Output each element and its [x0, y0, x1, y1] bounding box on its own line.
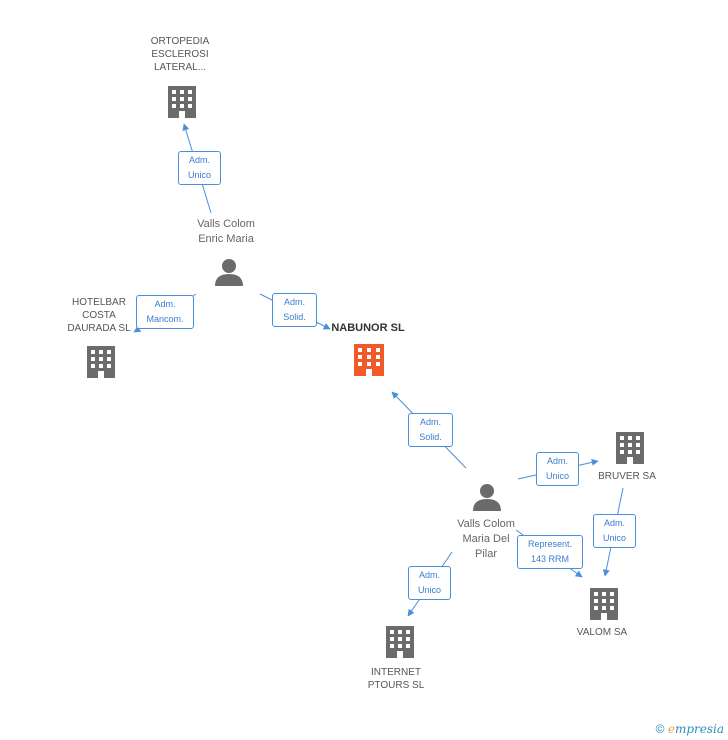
- building-icon[interactable]: [590, 588, 618, 620]
- building-icon-focus[interactable]: [354, 344, 384, 376]
- building-icon[interactable]: [386, 626, 414, 658]
- building-icon[interactable]: [616, 432, 644, 464]
- person-label-valls-maria[interactable]: Valls Colom Maria Del Pilar: [457, 518, 515, 560]
- brand-name: mpresia: [674, 722, 724, 736]
- company-label-ortopedia[interactable]: ORTOPEDIA ESCLEROSI LATERAL...: [150, 36, 210, 73]
- edge-label-e3: Adm. Solid.: [272, 293, 317, 327]
- company-label-hotelbar[interactable]: HOTELBAR COSTA DAURADA SL: [67, 297, 131, 334]
- edge-label-e5: Adm. Unico: [536, 452, 579, 486]
- copyright-symbol: ©: [655, 722, 665, 736]
- person-label-valls-enric[interactable]: Valls Colom Enric Maria: [197, 218, 255, 245]
- edge-label-e7: Represent. 143 RRM: [517, 535, 583, 569]
- person-icon[interactable]: [215, 259, 243, 286]
- edge-label-e2: Adm. Mancom.: [136, 295, 194, 329]
- person-icon[interactable]: [473, 484, 501, 511]
- company-label-internet[interactable]: INTERNET PTOURS SL: [367, 667, 425, 691]
- edge-label-e6: Adm. Unico: [593, 514, 636, 548]
- company-label-nabunor[interactable]: NABUNOR SL: [331, 322, 405, 334]
- building-icon[interactable]: [168, 86, 196, 118]
- building-icon[interactable]: [87, 346, 115, 378]
- edge-label-e1: Adm. Unico: [178, 151, 221, 185]
- company-label-bruver[interactable]: BRUVER SA: [598, 471, 656, 482]
- edge-label-e4: Adm. Solid.: [408, 413, 453, 447]
- brand-initial: e: [667, 722, 675, 736]
- company-label-valom[interactable]: VALOM SA: [576, 627, 628, 638]
- edge-label-e8: Adm. Unico: [408, 566, 451, 600]
- empresia-logo: © empresia: [656, 722, 724, 736]
